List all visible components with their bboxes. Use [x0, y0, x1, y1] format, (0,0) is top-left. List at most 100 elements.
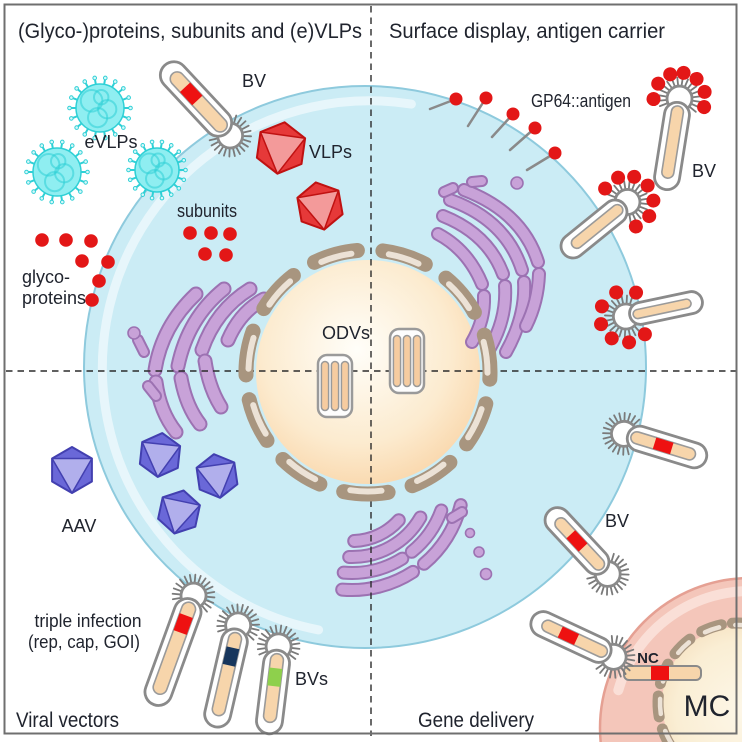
icosahedron-particle	[195, 453, 239, 499]
red-dot	[676, 65, 691, 80]
red-dot	[697, 100, 712, 115]
red-dot	[604, 331, 619, 346]
red-dot	[646, 193, 661, 208]
gp64-antigen-pins	[428, 91, 562, 172]
red-dot	[92, 274, 106, 288]
red-dot	[35, 233, 49, 247]
red-dot	[219, 248, 233, 262]
icosahedron-particle	[51, 446, 93, 494]
red-dot	[622, 335, 637, 350]
red-dot	[594, 299, 609, 314]
golgi-bottom	[335, 498, 493, 598]
label-bvs: BVs	[295, 669, 328, 689]
red-dot	[646, 92, 661, 107]
label-glyco-line2: proteins	[22, 288, 86, 308]
vesicle	[127, 326, 141, 340]
bv-gene-delivery-right	[602, 411, 709, 470]
vesicle	[473, 546, 485, 558]
red-dot	[528, 121, 542, 135]
icosahedron-particle	[255, 121, 307, 175]
red-dot	[183, 226, 197, 240]
bv-gene-delivery-lower	[543, 506, 630, 596]
red-dot	[75, 254, 89, 268]
mammalian-cell	[598, 577, 742, 747]
subunit-dots	[183, 226, 237, 262]
bv-top-left	[158, 60, 252, 158]
red-dot	[598, 181, 613, 196]
vesicle	[510, 176, 524, 190]
red-dot	[84, 234, 98, 248]
red-dot	[629, 285, 644, 300]
red-dot	[637, 327, 652, 342]
red-dot	[198, 247, 212, 261]
evlp-particle	[67, 75, 133, 141]
red-dot	[627, 169, 642, 184]
red-dot	[697, 84, 712, 99]
nucleus	[256, 260, 480, 484]
label-mc: MC	[684, 690, 731, 723]
label-triple-infection-line2: (rep, cap, GOI)	[28, 632, 140, 652]
nucleocapsid	[623, 665, 702, 681]
red-dot	[651, 76, 666, 91]
icosahedron-particle	[296, 181, 344, 231]
label-nc: NC	[637, 650, 659, 667]
label-bv-gene-delivery: BV	[605, 511, 629, 531]
figure-frame	[3, 3, 738, 735]
label-odvs: ODVs	[322, 323, 370, 343]
labels: (Glyco-)proteins, subunits and (e)VLPs S…	[16, 20, 730, 732]
odv	[388, 327, 426, 395]
quadrant-title-top-left: (Glyco-)proteins, subunits and (e)VLPs	[18, 20, 362, 43]
icosahedron-particle	[157, 489, 201, 535]
red-dot	[204, 226, 218, 240]
mammalian-nucleus	[662, 627, 742, 747]
golgi-top-right	[431, 175, 546, 359]
label-aav: AAV	[62, 516, 97, 536]
bv-triple-cap	[203, 603, 261, 729]
label-gp64-antigen: GP64::antigen	[531, 91, 631, 111]
red-dot	[642, 209, 657, 224]
red-dot	[628, 219, 643, 234]
label-bv-top-left: BV	[242, 71, 266, 91]
nuclear-envelope	[238, 243, 498, 502]
vesicle	[479, 567, 493, 581]
red-dot	[506, 107, 520, 121]
bv-budding-upper	[559, 169, 661, 260]
odv	[316, 353, 354, 419]
bv-entering-mc	[529, 610, 636, 679]
red-dot	[101, 255, 115, 269]
quadrant-title-bottom-right: Gene delivery	[418, 709, 534, 732]
red-dot	[479, 91, 493, 105]
red-dot	[689, 71, 704, 86]
bv-top-right	[646, 65, 712, 192]
quadrant-title-top-right: Surface display, antigen carrier	[389, 20, 665, 43]
red-dot	[449, 92, 463, 106]
red-dot	[640, 178, 655, 193]
er-left	[127, 281, 272, 440]
label-bv-top-right: BV	[692, 161, 716, 181]
red-dot	[663, 67, 678, 82]
label-subunits: subunits	[177, 201, 237, 221]
label-evlps: eVLPs	[84, 132, 137, 152]
label-glyco-line1: glyco-	[22, 267, 70, 287]
red-dot	[611, 170, 626, 185]
er-golgi-organelles	[127, 175, 546, 598]
label-triple-infection-line1: triple infection	[35, 611, 142, 631]
odv-group	[316, 327, 426, 419]
quadrant-title-bottom-left: Viral vectors	[16, 709, 119, 732]
red-dot	[594, 317, 609, 332]
bv-budding-lower	[594, 285, 704, 350]
evlp-particle	[126, 139, 188, 201]
red-dot	[59, 233, 73, 247]
red-dot	[548, 146, 562, 160]
bv-triple-goi	[255, 624, 301, 736]
red-dot	[223, 227, 237, 241]
virus-particles	[24, 60, 712, 736]
label-vlps: VLPs	[309, 142, 352, 162]
nucleocapsid-goi-band	[651, 666, 669, 680]
glycoprotein-dots	[35, 233, 115, 307]
icosahedron-particle	[138, 432, 182, 478]
bv-triple-rep	[143, 573, 216, 707]
vesicle	[464, 527, 476, 539]
